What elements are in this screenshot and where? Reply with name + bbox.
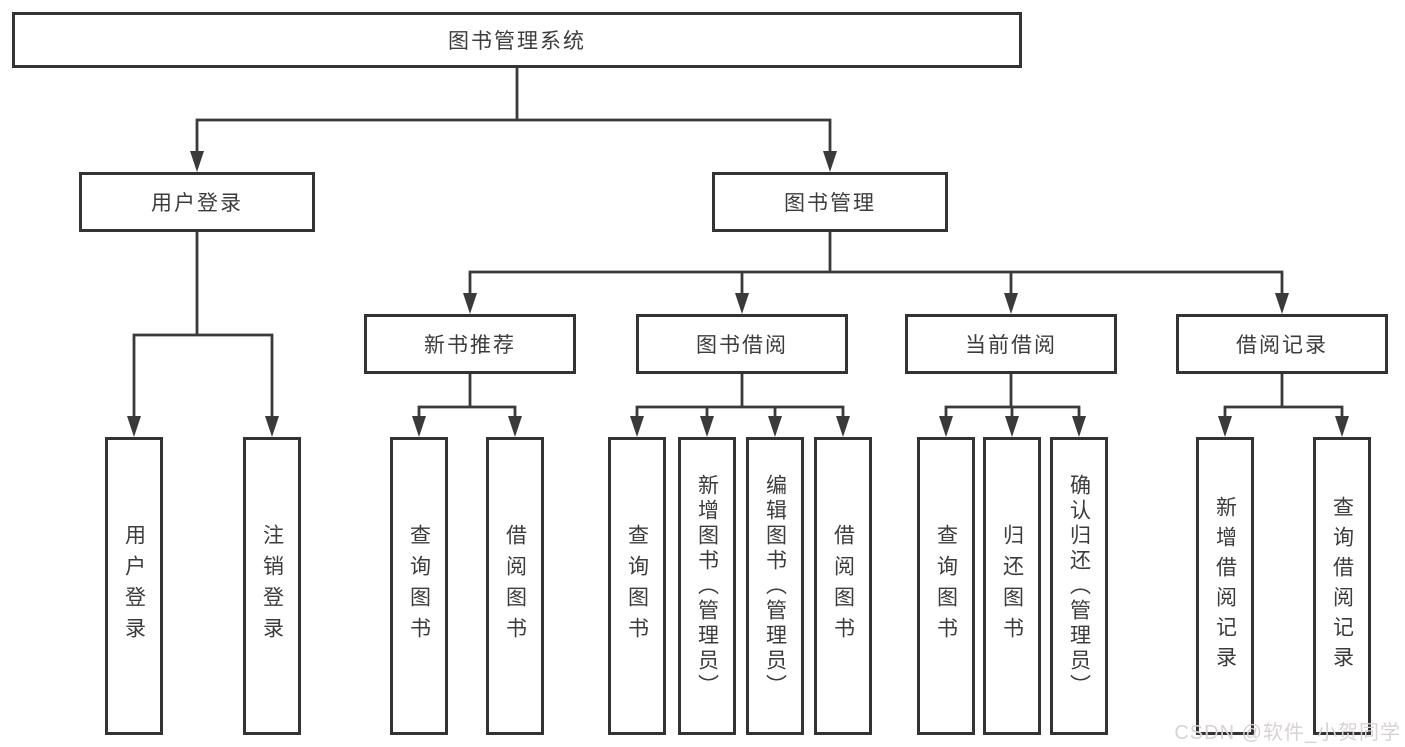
node-label: 归还图书	[1000, 524, 1024, 648]
node-book-management: 图书管理	[712, 172, 948, 232]
node-user-login: 用户登录	[79, 172, 315, 232]
leaf-query-books-current: 查询图书	[917, 437, 975, 735]
node-label: 查询图书	[407, 524, 431, 648]
leaf-borrow-books: 借阅图书	[814, 437, 872, 735]
leaf-logout: 注销登录	[243, 437, 301, 735]
leaf-add-borrow-record: 新增借阅记录	[1196, 437, 1254, 735]
node-library-system: 图书管理系统	[12, 12, 1022, 68]
node-label: 用户登录	[122, 524, 146, 648]
node-label: 借阅记录	[1236, 334, 1328, 357]
node-label: 用户登录	[151, 192, 243, 215]
node-book-borrow: 图书借阅	[636, 314, 848, 374]
node-label: 新增图书（管理员）	[695, 473, 719, 699]
node-label: 确认归还（管理员）	[1067, 473, 1091, 699]
leaf-query-borrow-record: 查询借阅记录	[1313, 437, 1371, 735]
node-borrow-records: 借阅记录	[1176, 314, 1388, 374]
node-label: 查询借阅记录	[1330, 496, 1354, 676]
node-label: 图书借阅	[696, 334, 788, 357]
node-label: 当前借阅	[965, 334, 1057, 357]
leaf-return-books: 归还图书	[983, 437, 1041, 735]
node-label: 编辑图书（管理员）	[763, 473, 787, 699]
csdn-watermark: CSDN @软件_小贺同学	[1174, 722, 1401, 744]
leaf-confirm-return-admin: 确认归还（管理员）	[1050, 437, 1108, 735]
leaf-query-books-borrow: 查询图书	[608, 437, 666, 735]
node-label: 图书管理	[784, 192, 876, 215]
leaf-query-books-recommend: 查询图书	[390, 437, 448, 735]
node-label: 新增借阅记录	[1213, 496, 1237, 676]
leaf-add-book-admin: 新增图书（管理员）	[678, 437, 736, 735]
node-label: 图书管理系统	[448, 30, 586, 53]
node-current-borrow: 当前借阅	[905, 314, 1117, 374]
leaf-edit-book-admin: 编辑图书（管理员）	[746, 437, 804, 735]
node-label: 查询图书	[625, 524, 649, 648]
node-new-book-recommend: 新书推荐	[364, 314, 576, 374]
node-label: 注销登录	[260, 524, 284, 648]
node-label: 查询图书	[934, 524, 958, 648]
leaf-user-login: 用户登录	[105, 437, 163, 735]
node-label: 借阅图书	[503, 524, 527, 648]
node-label: 新书推荐	[424, 334, 516, 357]
leaf-borrow-books-recommend: 借阅图书	[486, 437, 544, 735]
node-label: 借阅图书	[831, 524, 855, 648]
